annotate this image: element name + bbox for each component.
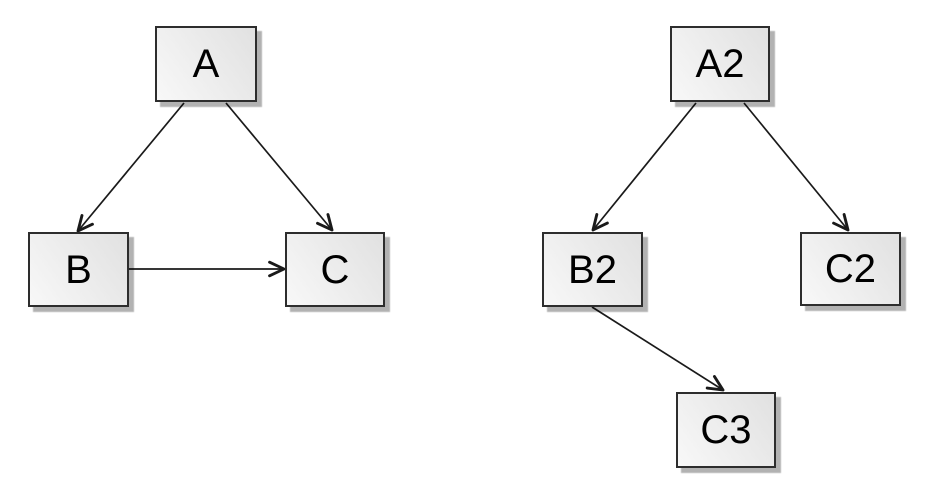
edge-A2-C2[interactable] — [743, 102, 850, 232]
node-C[interactable]: C — [285, 232, 385, 307]
node-C2[interactable]: C2 — [800, 232, 901, 306]
node-B[interactable]: B — [28, 232, 129, 307]
node-label-C3: C3 — [700, 408, 752, 452]
node-label-B: B — [65, 247, 92, 292]
node-label-C: C — [320, 247, 350, 292]
node-label-A: A — [192, 42, 220, 86]
edge-A-C[interactable] — [225, 102, 334, 232]
edge-A2-B2[interactable] — [591, 102, 697, 232]
node-B2[interactable]: B2 — [542, 232, 643, 307]
edge-A-B[interactable] — [76, 102, 185, 233]
node-label-A2: A2 — [695, 42, 745, 86]
edge-B2-C3[interactable] — [591, 306, 725, 392]
node-A[interactable]: A — [155, 26, 257, 102]
edges-group — [76, 102, 850, 392]
node-A2[interactable]: A2 — [670, 26, 770, 102]
node-C3[interactable]: C3 — [676, 392, 776, 468]
node-label-B2: B2 — [568, 247, 617, 292]
node-label-C2: C2 — [824, 247, 877, 291]
